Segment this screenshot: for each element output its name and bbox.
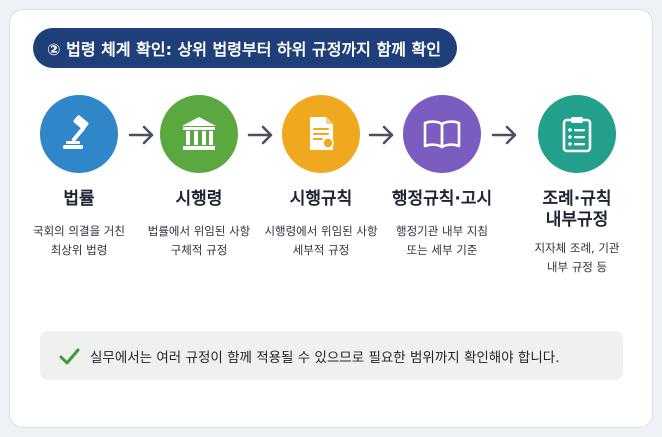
step-ordinance-desc: 지자체 조례, 기관 내부 규정 등	[512, 239, 642, 277]
practice-note: 실무에서는 여러 규정이 함께 적용될 수 있으므로 필요한 범위까지 확인해야…	[40, 331, 623, 380]
step-admin-rule-desc: 행정기관 내부 지침 또는 세부 기준	[377, 222, 507, 260]
step-law-title: 법률	[63, 189, 95, 209]
step-decree-desc-line1: 법률에서 위임된 사항	[147, 224, 251, 238]
step-law-desc-line1: 국회의 의결을 거친	[33, 224, 125, 238]
step-decree-desc-line2: 구체적 규정	[170, 243, 228, 257]
step-admin-rule-desc-line2: 또는 세부 기준	[406, 243, 478, 257]
step-decree: 시행령 법률에서 위임된 사항 구체적 규정	[134, 95, 264, 260]
step-admin-rule-title: 행정규칙·고시	[391, 189, 493, 209]
step-admin-rule-circle	[403, 95, 481, 173]
step-law: 법률 국회의 의결을 거친 최상위 법령	[14, 95, 144, 260]
step-ordinance: 조례·규칙 내부규정 지자체 조례, 기관 내부 규정 등	[512, 95, 642, 277]
arrow-right-icon	[491, 125, 517, 145]
step-decree-circle	[160, 95, 238, 173]
step-rule-circle	[282, 95, 360, 173]
gavel-icon	[63, 115, 89, 149]
step-ordinance-desc-line1: 지자체 조례, 기관	[534, 241, 620, 255]
step-decree-desc: 법률에서 위임된 사항 구체적 규정	[134, 222, 264, 260]
step-rule-desc-line2: 세부적 규정	[292, 243, 350, 257]
step-ordinance-desc-line2: 내부 규정 등	[546, 260, 608, 274]
check-icon	[59, 348, 80, 364]
practice-note-text: 실무에서는 여러 규정이 함께 적용될 수 있으므로 필요한 범위까지 확인해야…	[90, 349, 560, 366]
building-icon	[182, 117, 216, 150]
step-ordinance-title: 조례·규칙 내부규정	[512, 189, 642, 231]
arrow-right-icon	[368, 125, 394, 145]
step-rule-desc: 시행령에서 위임된 사항 세부적 규정	[256, 222, 386, 260]
step-ordinance-title-line1: 조례·규칙	[542, 189, 612, 209]
step-decree-title: 시행령	[175, 189, 223, 209]
step-law-desc-line2: 최상위 법령	[50, 243, 108, 257]
step-rule-desc-line1: 시행령에서 위임된 사항	[264, 224, 378, 238]
step-ordinance-title-line2: 내부규정	[545, 210, 609, 230]
clipboard-icon	[562, 117, 592, 153]
book-icon	[423, 120, 461, 149]
step-admin-rule-desc-line1: 행정기관 내부 지침	[396, 224, 488, 238]
arrow-right-icon	[128, 125, 154, 145]
step-ordinance-circle	[538, 95, 616, 173]
step-law-circle	[40, 95, 118, 173]
step-rule-title: 시행규칙	[289, 189, 353, 209]
step-admin-rule: 행정규칙·고시 행정기관 내부 지침 또는 세부 기준	[377, 95, 507, 260]
arrow-right-icon	[247, 125, 273, 145]
step-rule: 시행규칙 시행령에서 위임된 사항 세부적 규정	[256, 95, 386, 260]
section-title: ② 법령 체계 확인: 상위 법령부터 하위 규정까지 함께 확인	[33, 28, 457, 68]
step-law-desc: 국회의 의결을 거친 최상위 법령	[14, 222, 144, 260]
document-icon	[310, 117, 334, 150]
